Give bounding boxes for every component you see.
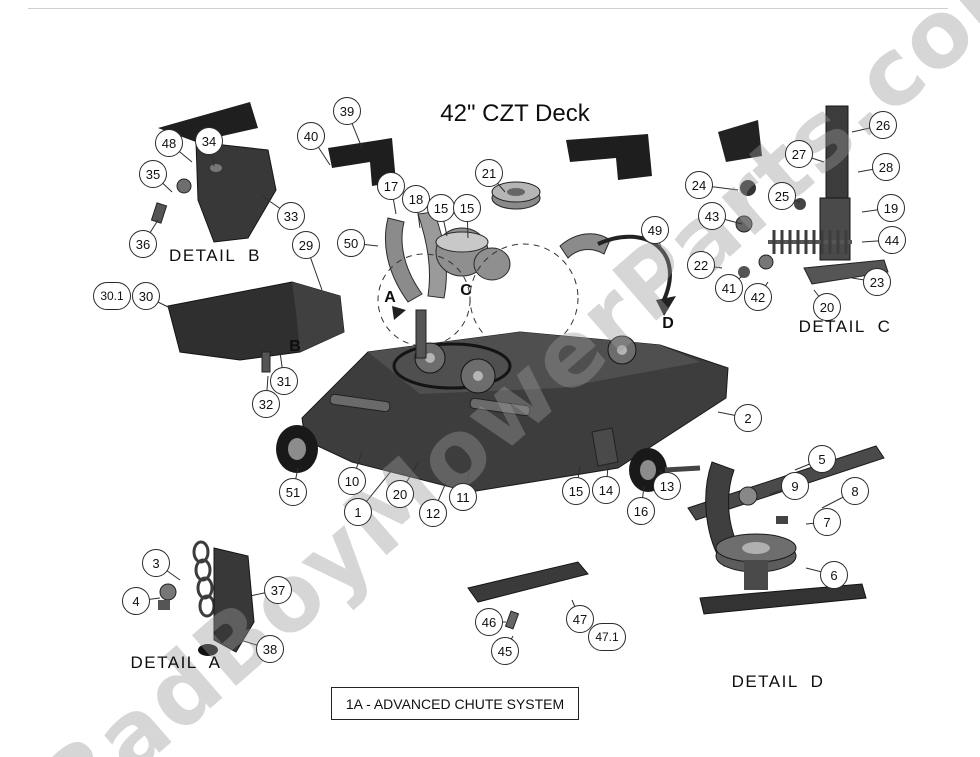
callout-4: 4 [122,587,150,615]
callout-30: 30 [132,282,160,310]
detail-b-assembly [150,102,277,243]
callout-5: 5 [808,445,836,473]
callout-45: 45 [491,637,519,665]
callout-10: 10 [338,467,366,495]
diagram-title: 42" CZT Deck [440,100,590,127]
idler-arm-assembly [377,181,611,353]
callout-15: 15 [427,194,455,222]
caption-box: 1A - ADVANCED CHUTE SYSTEM [331,687,579,720]
callout-22: 22 [687,251,715,279]
callout-31: 31 [270,367,298,395]
callout-11: 11 [449,483,477,511]
callout-47.1: 47.1 [588,623,626,651]
callout-38: 38 [256,635,284,663]
callout-15: 15 [453,194,481,222]
callout-27: 27 [785,140,813,168]
callout-3: 3 [142,549,170,577]
callout-14: 14 [592,476,620,504]
detail-label-a: DETAIL A [130,653,222,672]
callout-25: 25 [768,182,796,210]
callout-19: 19 [877,194,905,222]
callout-44: 44 [878,226,906,254]
callout-26: 26 [869,111,897,139]
chute-bracket [467,561,589,630]
callout-42: 42 [744,283,772,311]
callout-37: 37 [264,576,292,604]
callout-24: 24 [685,171,713,199]
callout-46: 46 [475,608,503,636]
deck-assembly [276,309,729,493]
callout-43: 43 [698,202,726,230]
callout-21: 21 [475,159,503,187]
detail-label-b: DETAIL B [169,246,261,265]
callout-40: 40 [297,122,325,150]
callout-29: 29 [292,231,320,259]
callout-48: 48 [155,129,183,157]
callout-39: 39 [333,97,361,125]
detail-a-assembly [158,540,255,656]
callout-28: 28 [872,153,900,181]
callout-36: 36 [129,230,157,258]
callout-34: 34 [195,127,223,155]
section-letter-b: B [289,338,301,355]
detail-d-assembly [687,445,885,615]
section-letter-d: D [662,315,674,332]
callout-13: 13 [653,472,681,500]
top-brackets [328,134,652,186]
top-rule [28,8,948,9]
callout-6: 6 [820,561,848,589]
detail-c-assembly [718,105,889,285]
callout-7: 7 [813,508,841,536]
callout-50: 50 [337,229,365,257]
callout-23: 23 [863,268,891,296]
callout-15: 15 [562,477,590,505]
callout-51: 51 [279,478,307,506]
section-letter-c: C [460,282,472,299]
caption-text: 1A - ADVANCED CHUTE SYSTEM [345,695,565,712]
detail-label-d: DETAIL D [731,672,825,691]
callout-16: 16 [627,497,655,525]
callout-17: 17 [377,172,405,200]
callout-32: 32 [252,390,280,418]
callout-9: 9 [781,472,809,500]
callout-12: 12 [419,499,447,527]
callout-49: 49 [641,216,669,244]
callout-35: 35 [139,160,167,188]
deck-housing-30 [167,281,345,373]
callout-41: 41 [715,274,743,302]
callout-33: 33 [277,202,305,230]
section-letter-a: A [384,289,396,306]
detail-label-c: DETAIL C [798,317,892,336]
callout-20: 20 [386,480,414,508]
callout-30.1: 30.1 [93,282,131,310]
callout-1: 1 [344,498,372,526]
callout-18: 18 [402,185,430,213]
callout-8: 8 [841,477,869,505]
callout-2: 2 [734,404,762,432]
